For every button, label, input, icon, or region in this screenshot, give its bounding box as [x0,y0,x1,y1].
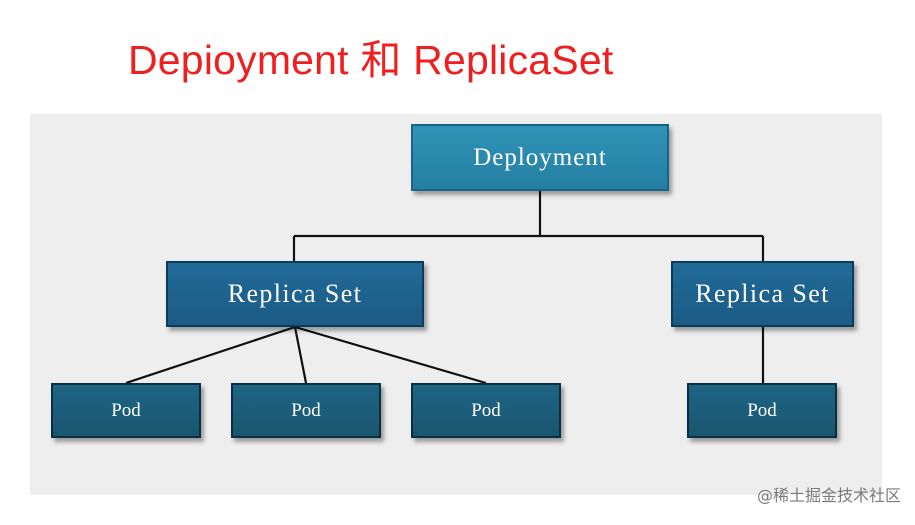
replica-set-node-2: Replica Set [671,261,854,327]
connector-rs1-pod3 [294,325,487,385]
deployment-node: Deployment [411,124,669,191]
page-title: Depioyment 和 ReplicaSet [128,37,614,83]
connector-rs1-pod1 [125,325,296,385]
pod-node-2: Pod [231,383,381,438]
pod-node-1: Pod [51,383,201,438]
connector-rs1-pod2 [293,326,308,384]
watermark: @稀土掘金技术社区 [756,486,901,505]
pod-node-4: Pod [687,383,837,438]
replica-set-node-1: Replica Set [166,261,424,327]
pod-node-3: Pod [411,383,561,438]
